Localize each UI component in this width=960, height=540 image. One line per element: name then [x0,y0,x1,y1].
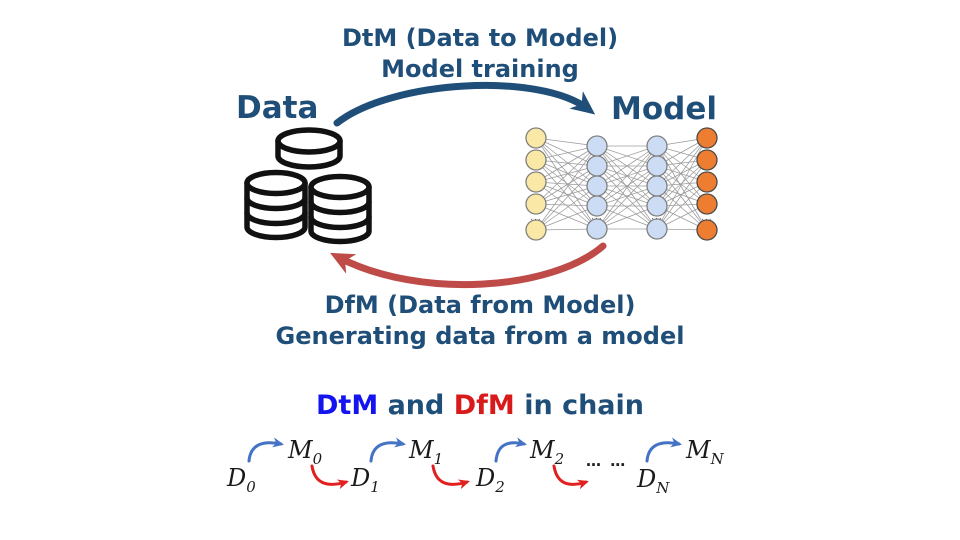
network-node [696,219,718,241]
chain-title: DtM and DfM in chain [0,390,960,421]
chain-dfm-arc-3 [552,464,589,490]
network-node [525,219,547,241]
network-node [696,171,718,193]
database-icon [244,127,372,245]
chain-node-d0: D0 [227,464,256,496]
network-edge [656,159,708,230]
chain-node-d2: D2 [476,464,505,496]
network-edge [535,159,598,187]
database-cylinder-top [275,127,343,170]
network-edge [656,181,708,230]
network-node [646,175,668,197]
chain-node-m0: M0 [288,436,323,468]
network-edge [656,137,708,207]
model-label: Model [611,91,717,127]
dtm-heading-line2: Model training [381,55,579,83]
network-edge [535,159,598,230]
chain-title-and: and [378,390,454,421]
chain-dtm-arc-2 [369,437,406,463]
network-edge [535,145,598,205]
network-node [586,175,608,197]
network-edge [535,145,598,183]
network-edge [596,145,658,187]
network-node [525,193,547,215]
network-node [696,127,718,149]
dfm-heading-line1: DfM (Data from Model) [324,291,636,319]
neural-network-edges [535,137,708,231]
network-edge [535,181,598,230]
network-edge [656,185,708,231]
hidden2-layer-dots: ... [651,212,663,222]
network-edge [596,165,658,230]
network-node [586,218,608,240]
network-edge [596,145,658,207]
chain-node-d1: D1 [351,464,380,496]
network-node [646,218,668,240]
database-cylinder-right [308,173,372,245]
chain-title-dfm: DfM [453,390,515,421]
network-edge [656,165,708,231]
input-layer-dots: ... [530,213,542,223]
network-edge [535,145,598,231]
network-node [525,127,547,149]
dfm-heading: DfM (Data from Model) Generating data fr… [0,290,960,352]
neural-network-nodes [525,127,718,241]
chain-node-m1: M1 [409,436,444,468]
dfm-arrow [330,242,607,289]
database-cylinder-left [244,169,308,241]
network-node [696,193,718,215]
network-edge [656,137,708,230]
network-node [646,195,668,217]
network-edge [535,137,598,207]
dtm-heading-line1: DtM (Data to Model) [341,24,619,52]
network-edge [535,159,598,207]
dtm-arrow [333,81,596,127]
network-edge [535,181,598,207]
hidden1-layer-dots: ... [591,212,603,222]
network-node [525,171,547,193]
network-edge [656,145,708,205]
output-layer-dots: ... [701,213,713,223]
network-edge [535,185,598,231]
network-node [646,135,668,157]
chain-dtm-arc-3 [494,437,527,463]
chain-dfm-arc-2 [431,464,470,490]
network-node [525,149,547,171]
chain-dtm-arc-4 [645,437,682,463]
network-node [696,149,718,171]
chain-title-dtm: DtM [316,390,379,421]
network-edge [535,137,598,187]
network-node [586,195,608,217]
chain-node-mn: MN [686,436,724,468]
network-node [586,155,608,177]
network-edge [535,205,598,231]
chain-dfm-arc-1 [310,464,349,490]
network-node [646,155,668,177]
dfm-heading-line2: Generating data from a model [275,322,685,350]
chain-node-m2: M2 [530,436,565,468]
network-edge [535,203,598,230]
network-edge [656,137,708,187]
chain-dtm-arc-1 [247,437,284,463]
network-edge [596,185,658,230]
network-edge [535,137,598,230]
network-edge [596,165,658,207]
network-edge [596,205,658,230]
network-node [586,135,608,157]
network-edge [535,165,598,205]
data-label: Data [236,90,319,126]
chain-node-dn: DN [637,465,670,497]
dtm-heading: DtM (Data to Model) Model training [0,23,960,85]
chain-ellipsis: … … [586,452,628,470]
chain-title-suffix: in chain [514,390,644,421]
network-edge [596,145,658,230]
network-edge [535,165,598,231]
network-edge [535,137,598,167]
